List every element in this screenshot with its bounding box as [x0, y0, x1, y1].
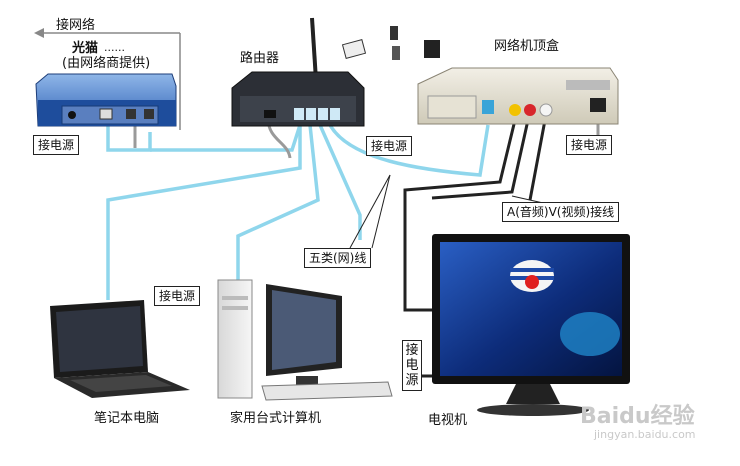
- laptop-graphic: [50, 300, 190, 398]
- tv-graphic: [432, 234, 630, 416]
- watermark-url: jingyan.baidu.com: [594, 428, 696, 441]
- av-cable-label: A(音频)V(视频)接线: [502, 202, 620, 222]
- desktop-power-label: 接电源: [154, 286, 201, 306]
- settop-power-label: 接电源: [566, 135, 613, 155]
- tv-power-char-1: 接: [405, 343, 419, 358]
- tv-power-char-3: 源: [405, 373, 419, 388]
- modem-subtitle: (由网络商提供): [62, 56, 151, 71]
- router-power-label: 接电源: [366, 136, 413, 156]
- modem-graphic: [35, 73, 177, 127]
- ethernet-cables: [106, 120, 490, 300]
- router-title: 路由器: [240, 51, 280, 66]
- router-graphic: [231, 17, 365, 127]
- settop-box-graphic: [417, 67, 619, 125]
- wireless-devices-graphic: [341, 26, 440, 60]
- desktop-caption: 家用台式计算机: [230, 411, 322, 426]
- av-cables: [403, 119, 547, 378]
- modem-title-dots: ......: [104, 41, 125, 54]
- internet-arrow-label: 接网络: [56, 18, 96, 33]
- tv-power-char-2: 电: [405, 358, 419, 373]
- tv-caption: 电视机: [428, 413, 468, 428]
- watermark-brand: Baidu经验: [580, 404, 695, 429]
- ethernet-cable-label: 五类(网)线: [304, 248, 372, 268]
- laptop-caption: 笔记本电脑: [94, 411, 160, 426]
- settop-title: 网络机顶盒: [494, 39, 560, 54]
- tv-power-label: 接 电 源: [402, 340, 422, 391]
- modem-title: 光猫: [72, 41, 99, 56]
- internet-arrow: [34, 28, 181, 130]
- modem-power-label: 接电源: [33, 135, 80, 155]
- desktop-pc-graphic: [217, 279, 393, 401]
